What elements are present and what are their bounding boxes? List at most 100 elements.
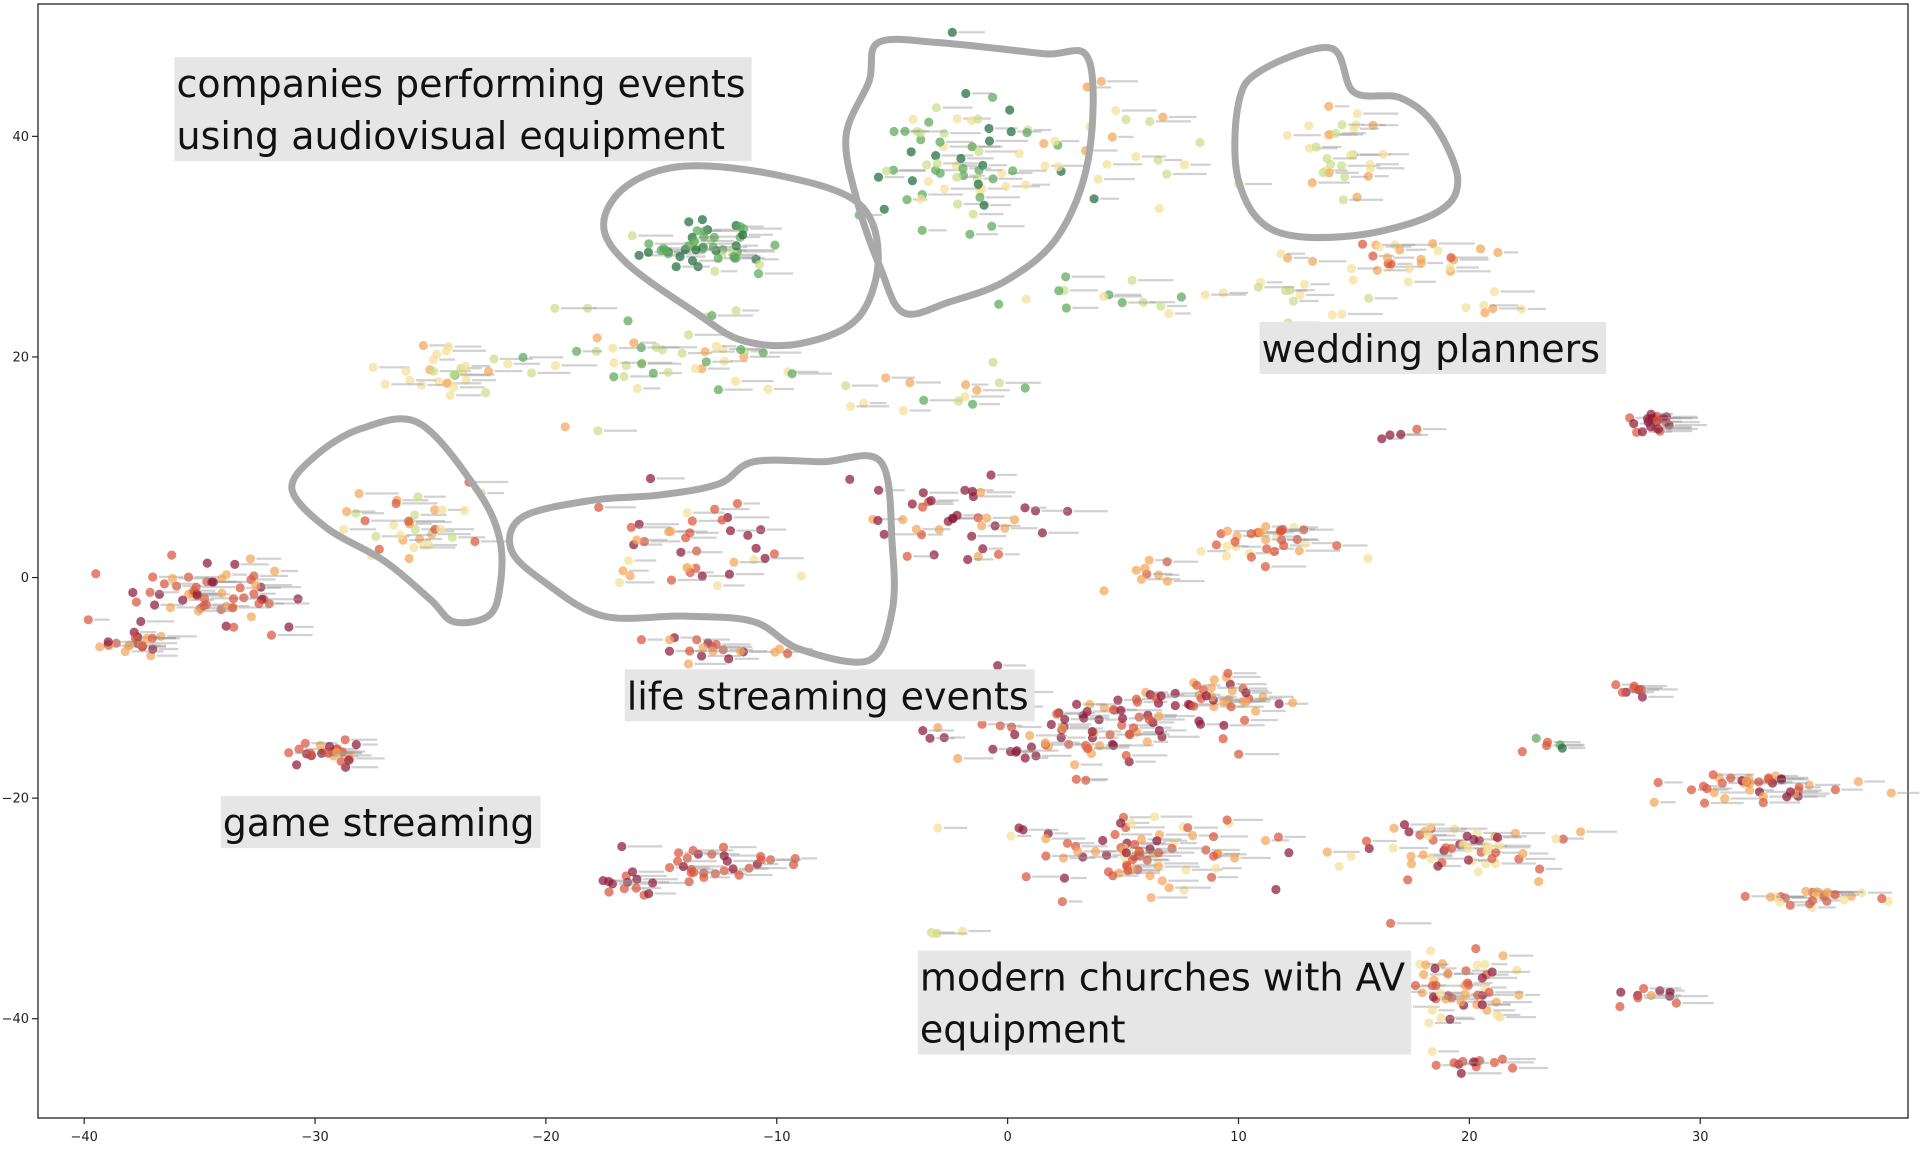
data-point (1142, 855, 1152, 865)
point-label-mark (724, 388, 753, 391)
data-point (608, 343, 618, 353)
data-point (663, 367, 673, 377)
data-point (1741, 776, 1751, 786)
point-label-mark (909, 409, 931, 412)
data-point (707, 311, 717, 321)
x-tick-label: 10 (1230, 1130, 1247, 1145)
point-label-mark (1266, 281, 1283, 284)
point-label-mark (709, 876, 730, 879)
data-point (1857, 888, 1867, 898)
data-point (686, 867, 696, 878)
data-point (1274, 699, 1284, 709)
point-label-mark (458, 536, 486, 539)
point-label-mark (1396, 922, 1432, 925)
data-point (246, 612, 256, 622)
point-label-mark (1529, 852, 1549, 855)
point-label-mark (642, 886, 662, 890)
point-label-mark (781, 650, 814, 654)
x-tick-label: −40 (70, 1130, 97, 1145)
data-point (1094, 715, 1104, 725)
data-point (926, 496, 936, 506)
point-label-mark (986, 196, 1020, 199)
point-label-mark (637, 526, 672, 529)
point-label-mark (402, 502, 438, 505)
data-point (1154, 848, 1164, 858)
data-point (984, 136, 995, 146)
point-label-mark (439, 358, 455, 361)
data-point (1179, 160, 1189, 170)
y-tick-label: 40 (12, 130, 29, 145)
data-point (1140, 563, 1150, 573)
data-point (1098, 291, 1109, 302)
point-label-mark (699, 871, 726, 874)
data-point (1082, 82, 1092, 92)
point-label-mark (928, 729, 954, 732)
data-point (931, 103, 942, 113)
data-point (249, 589, 259, 599)
point-label-mark (1471, 992, 1490, 996)
data-point (254, 599, 264, 609)
point-label-mark (712, 360, 733, 363)
point-label-mark (1430, 830, 1466, 833)
point-label-mark (1005, 381, 1041, 384)
point-label-mark (1257, 532, 1276, 535)
lasso-outline (842, 35, 1097, 318)
data-point (961, 380, 971, 390)
point-label-mark (1126, 821, 1150, 825)
point-label-mark (963, 514, 983, 517)
point-label-mark (1051, 741, 1080, 744)
data-point (939, 128, 949, 138)
data-point (952, 172, 962, 182)
point-label-mark (1033, 128, 1052, 132)
point-label-mark (1451, 997, 1479, 1000)
data-point (336, 756, 346, 767)
point-label-mark (1031, 506, 1047, 509)
x-tick-label: 20 (1461, 1130, 1478, 1145)
data-point (935, 168, 945, 178)
point-label-mark (1492, 973, 1509, 976)
point-label-mark (942, 106, 973, 109)
data-point (1421, 960, 1431, 970)
point-label-mark (1661, 427, 1692, 430)
point-label-mark (1168, 879, 1199, 882)
data-point (130, 633, 140, 643)
data-point (961, 88, 971, 99)
point-label-mark (708, 248, 738, 251)
point-label-mark (198, 592, 217, 595)
data-point (1558, 834, 1568, 844)
data-point (933, 722, 943, 733)
data-point (952, 510, 962, 520)
point-label-mark (1017, 834, 1032, 838)
y-tick-label: 0 (21, 571, 29, 586)
annotation-text: companies performing events (177, 62, 746, 106)
point-label-mark (194, 593, 230, 596)
point-label-mark (1207, 697, 1234, 700)
data-point (1652, 415, 1662, 425)
point-label-mark (1372, 839, 1397, 843)
point-label-mark (774, 387, 794, 391)
point-label-mark (267, 598, 302, 601)
data-point (1021, 872, 1031, 882)
point-label-mark (439, 530, 455, 533)
data-point (916, 135, 926, 145)
point-label-mark (334, 752, 362, 755)
point-label-mark (1166, 304, 1187, 308)
data-point (1633, 993, 1643, 1003)
data-point (401, 366, 411, 376)
point-label-mark (1503, 836, 1522, 839)
data-point (724, 654, 734, 664)
data-point (1087, 727, 1097, 737)
point-label-mark (203, 594, 222, 597)
point-label-mark (1832, 892, 1847, 895)
point-label-mark (647, 362, 682, 365)
point-label-mark (966, 157, 994, 160)
data-point (934, 525, 944, 535)
data-point (1488, 304, 1498, 314)
data-point (292, 760, 302, 770)
point-label-mark (1082, 703, 1106, 706)
point-label-mark (656, 477, 685, 480)
x-tick-label: 30 (1692, 1130, 1709, 1145)
point-label-mark (1374, 297, 1398, 300)
point-label-mark (1318, 181, 1350, 184)
